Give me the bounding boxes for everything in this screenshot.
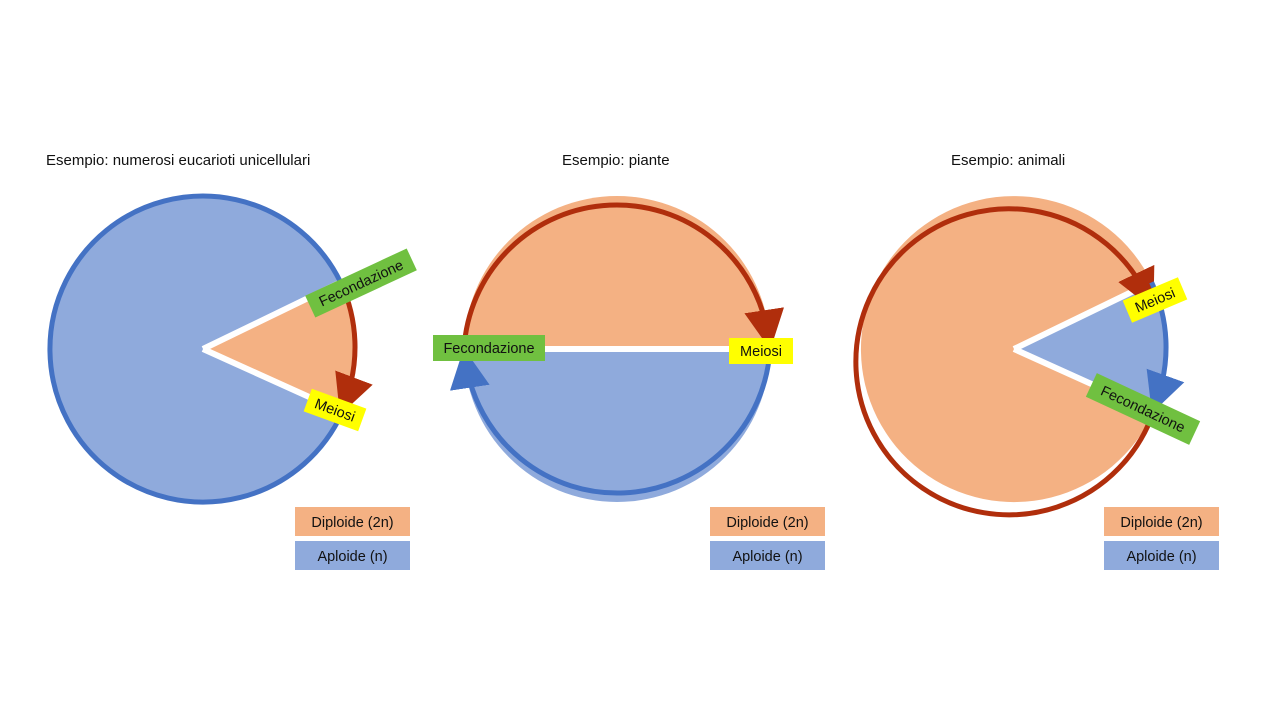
diagram-title: Esempio: piante: [562, 152, 670, 169]
legend-haploid-swatch: [1104, 541, 1219, 570]
diploid-arc-arrow: [461, 202, 784, 350]
diploid-sector: [464, 196, 770, 349]
legend-diploid-swatch: [710, 507, 825, 536]
diploid-sector: [860, 196, 1154, 503]
haploid-arc-arrow: [450, 348, 773, 496]
svg-text:Fecondazione: Fecondazione: [443, 341, 534, 357]
haploid-arc: [47, 193, 345, 505]
legend-haploid-swatch: [710, 541, 825, 570]
diagram-title: Esempio: numerosi eucarioti unicellulari: [46, 152, 310, 169]
diploid-arc-arrow: [853, 206, 1156, 518]
svg-text:Meiosi: Meiosi: [740, 344, 782, 360]
legend-diploid-label: Diploide (2n): [1120, 515, 1202, 531]
diagram-plants: Esempio: piante Fecondazione Meiosi Dipl…: [433, 152, 825, 570]
haploid-sector: [49, 196, 343, 503]
legend: Diploide (2n) Aploide (n): [1104, 507, 1219, 570]
legend-diploid-swatch: [295, 507, 410, 536]
meiosi-label: Meiosi: [729, 338, 793, 364]
fecondazione-label: Fecondazione: [433, 335, 545, 361]
legend: Diploide (2n) Aploide (n): [710, 507, 825, 570]
diagram-animals: Esempio: animali Meiosi Fecondazione Dip…: [853, 152, 1219, 570]
diagram-title: Esempio: animali: [951, 152, 1065, 169]
haploid-sector: [464, 349, 770, 502]
legend-diploid-label: Diploide (2n): [311, 515, 393, 531]
legend-diploid-swatch: [1104, 507, 1219, 536]
diagram-unicellular: Esempio: numerosi eucarioti unicellulari…: [46, 152, 417, 570]
legend-diploid-label: Diploide (2n): [726, 515, 808, 531]
legend: Diploide (2n) Aploide (n): [295, 507, 410, 570]
legend-haploid-label: Aploide (n): [1126, 549, 1196, 565]
legend-haploid-swatch: [295, 541, 410, 570]
legend-haploid-label: Aploide (n): [732, 549, 802, 565]
legend-haploid-label: Aploide (n): [317, 549, 387, 565]
